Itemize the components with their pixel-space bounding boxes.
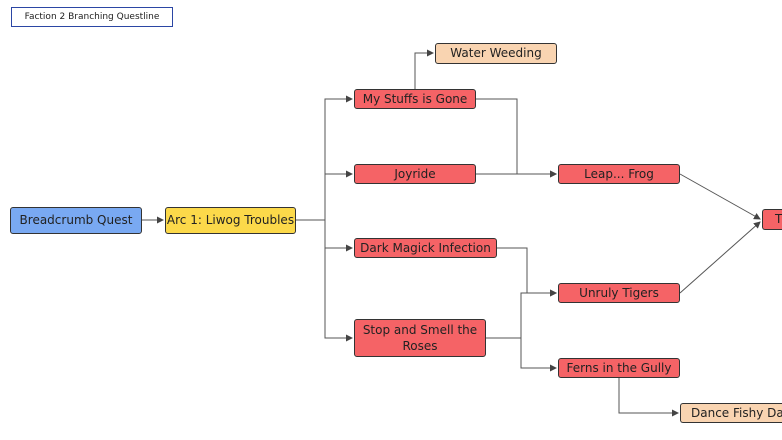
edge-ferns-to-dance-fishy <box>618 378 679 417</box>
edge-arc1-to-my-stuffs <box>296 95 353 221</box>
node-offscreen-right[interactable]: T <box>762 209 782 230</box>
node-dance-fishy[interactable]: Dance Fishy Dar <box>680 403 782 423</box>
node-joyride[interactable]: Joyride <box>354 164 476 184</box>
node-water-weeding[interactable]: Water Weeding <box>435 43 557 64</box>
node-my-stuffs-is-gone[interactable]: My Stuffs is Gone <box>354 89 476 109</box>
node-dark-magick-infection[interactable]: Dark Magick Infection <box>354 238 497 258</box>
edge-unruly-tigers-to-offscreen <box>679 221 761 294</box>
edge-my-stuffs-to-water-weeding <box>414 49 434 89</box>
node-ferns-in-the-gully[interactable]: Ferns in the Gully <box>558 358 680 378</box>
node-stop-and-smell-the-roses[interactable]: Stop and Smell the Roses <box>354 319 486 357</box>
edge-arc1-to-joyride <box>296 170 353 221</box>
node-arc1-liwog-troubles[interactable]: Arc 1: Liwog Troubles <box>165 207 296 234</box>
edge-arc1-to-stop-smell <box>296 219 353 342</box>
edge-stop-smell-to-ferns <box>486 337 557 372</box>
node-unruly-tigers[interactable]: Unruly Tigers <box>558 283 680 303</box>
diagram-title: Faction 2 Branching Questline <box>11 7 173 27</box>
edge-leap-frog-to-offscreen <box>679 173 761 220</box>
node-leap-frog[interactable]: Leap... Frog <box>558 164 680 184</box>
edge-stop-smell-to-unruly-tigers <box>486 289 557 339</box>
edge-dark-magick-to-unruly-tigers <box>497 247 557 297</box>
node-breadcrumb-quest[interactable]: Breadcrumb Quest <box>10 207 142 234</box>
edge-arc1-to-dark-magick <box>296 219 353 252</box>
edge-my-stuffs-to-leap-frog <box>476 98 557 178</box>
